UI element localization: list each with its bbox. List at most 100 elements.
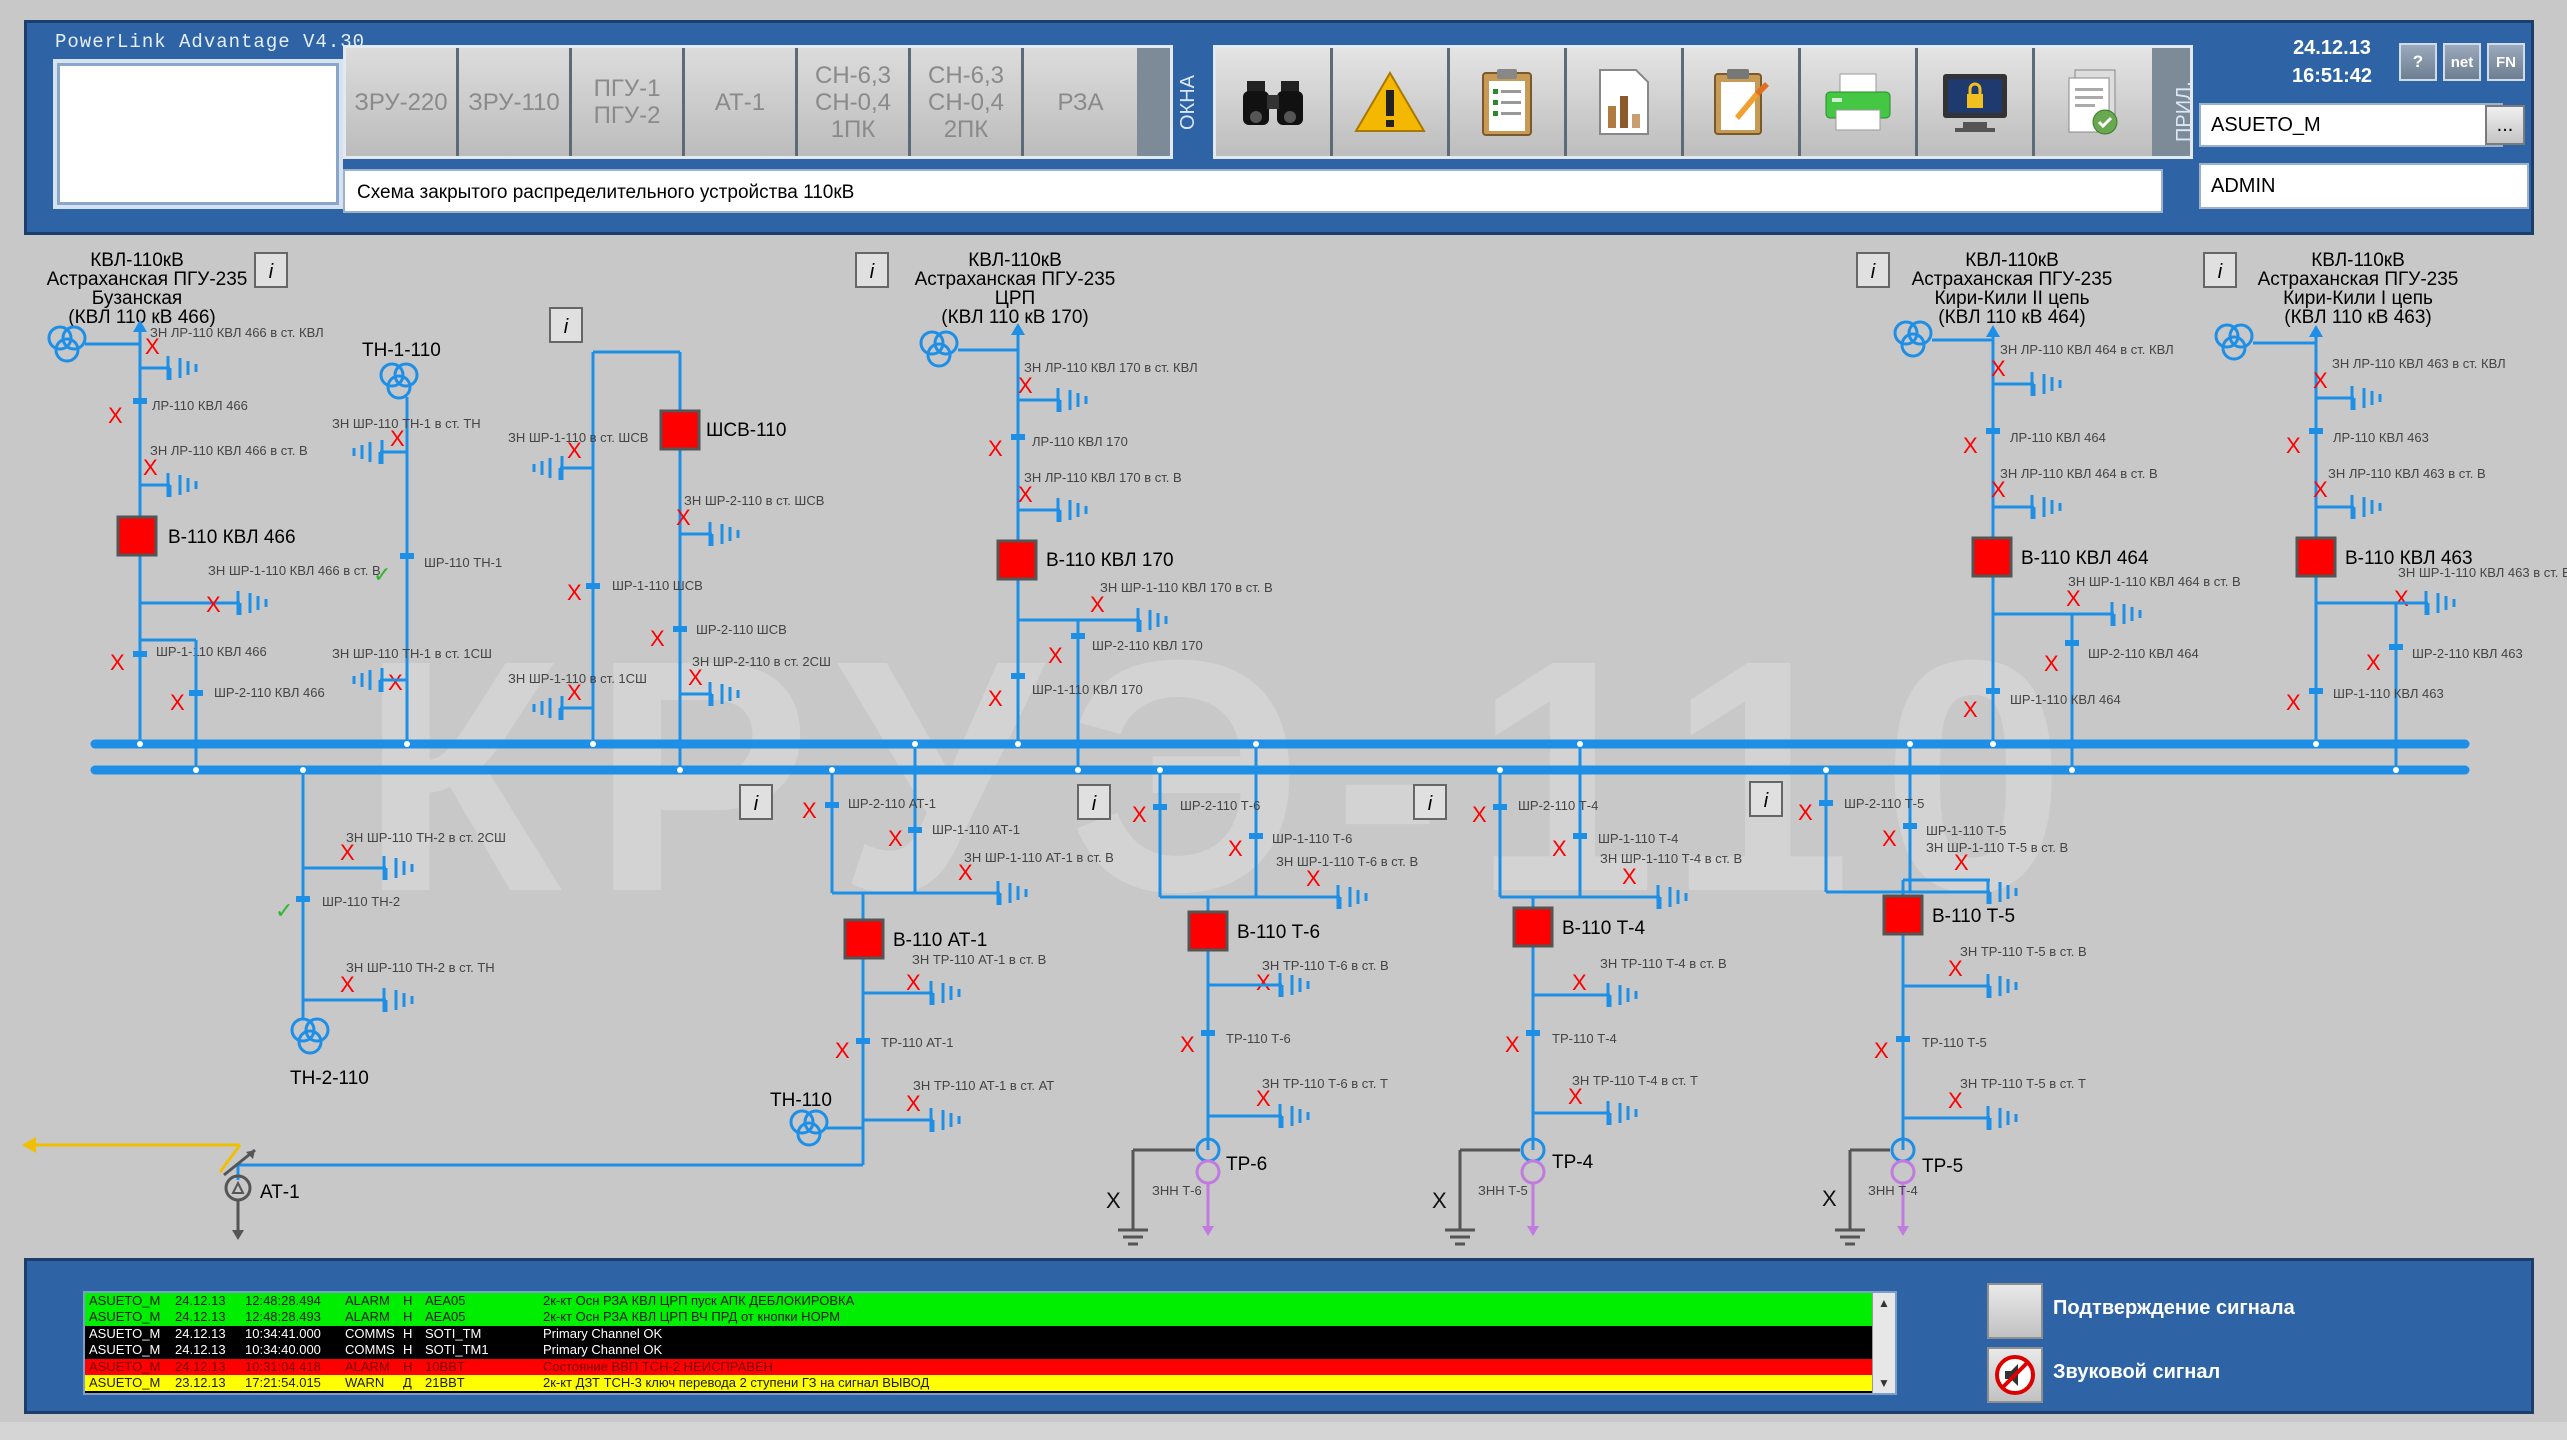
alarm-time: 10:34:40.000 [245,1342,321,1358]
tab-pgu[interactable]: ПГУ-1 ПГУ-2 [572,48,685,156]
ground-switch[interactable] [1606,1099,1638,1127]
ground-switch[interactable] [1986,1104,2018,1132]
breaker-v110-kvl170[interactable] [996,539,1038,581]
open-mark: X [567,438,582,463]
switch-label: ЗН ЛР-110 КВЛ 463 в ст. В [2328,466,2486,481]
ground-switch[interactable] [2110,600,2142,628]
net-button[interactable]: net [2443,43,2481,81]
breaker-v110-t4[interactable] [1512,906,1554,948]
ground-switch[interactable] [929,1106,961,1134]
acknowledge-button[interactable] [1987,1283,2043,1339]
scroll-track[interactable] [1873,1313,1895,1373]
ground-switch[interactable] [1278,1102,1310,1130]
ground-switch[interactable] [166,471,198,499]
breaker-v110-at1[interactable] [843,918,885,960]
ground-switch[interactable] [708,520,740,548]
notes-button[interactable] [1684,48,1801,156]
ground-switch[interactable] [1986,972,2018,1000]
svg-text:i: i [870,261,875,283]
switch-label: ШР-110 ТН-1 [424,555,502,570]
switch-label: ЗН ШР-2-110 в ст. ШСВ [684,493,824,508]
info-button[interactable]: i [1749,781,1783,817]
info-button[interactable]: i [549,307,583,343]
open-mark: X [802,798,817,823]
alarm-scrollbar[interactable]: ▲▼ [1872,1293,1895,1393]
alarms-button[interactable] [1333,48,1450,156]
switch-label: ШР-1-110 КВЛ 464 [2010,692,2121,707]
ground-switch[interactable] [352,438,384,466]
line-transformer-icon [2214,323,2254,361]
search-button[interactable] [1216,48,1333,156]
open-mark: X [1018,482,1033,507]
switch-label: ЗН ЛР-110 КВЛ 170 в ст. КВЛ [1024,360,1198,375]
tab-at-1[interactable]: АТ-1 [685,48,798,156]
switch-label: ШР-1-110 Т-5 [1926,823,2006,838]
tab-sn-2pk[interactable]: СН-6,3 СН-0,4 2ПК [911,48,1024,156]
open-mark: X [1963,433,1978,458]
feeder-title: КВЛ-110кВ [2311,250,2405,271]
breaker-v110-t5[interactable] [1882,894,1924,936]
role-field[interactable]: ADMIN [2199,163,2529,209]
breaker-shsv-110[interactable] [659,409,701,451]
breaker-v110-kvl466[interactable] [116,515,158,557]
ground-switch[interactable] [1056,386,1088,414]
journal-button[interactable] [1450,48,1567,156]
ground-switch[interactable] [2030,370,2062,398]
scroll-down-icon[interactable]: ▼ [1878,1376,1890,1390]
breaker-v110-kvl464[interactable] [1971,536,2013,578]
info-button[interactable]: i [1856,252,1890,288]
ground-switch[interactable] [2350,384,2382,412]
scroll-up-icon[interactable]: ▲ [1878,1296,1890,1310]
breaker-v110-t6[interactable] [1187,910,1229,952]
ground-switch[interactable] [929,979,961,1007]
ground-switch[interactable] [2350,493,2382,521]
ground-switch[interactable] [1606,981,1638,1009]
open-mark: X [1018,373,1033,398]
print-button[interactable] [1801,48,1918,156]
breaker-v110-kvl463[interactable] [2295,536,2337,578]
ground-switch[interactable] [166,354,198,382]
ground-switch[interactable] [2030,493,2062,521]
lock-screen-button[interactable] [1918,48,2035,156]
tab-zru-220[interactable]: ЗРУ-220 [346,48,459,156]
user-select-button[interactable]: ... [2485,105,2525,145]
ground-switch[interactable] [236,589,268,617]
tab-rza[interactable]: РЗА [1024,48,1137,156]
open-mark: X [340,972,355,997]
info-button[interactable]: i [2203,252,2237,288]
tab-zru-110[interactable]: ЗРУ-110 [459,48,572,156]
info-button[interactable]: i [254,252,288,288]
feeder-title: Бузанская [92,288,182,309]
fn-button[interactable]: FN [2487,43,2525,81]
feeder-t-6: i ШР-2-110 Т-6 X ШР-1-110 Т-6 X ЗН ШР-1-… [1077,744,1418,1246]
sound-toggle-button[interactable] [1987,1347,2043,1403]
alarm-type: ALARM [345,1309,390,1325]
info-button[interactable]: i [1413,784,1447,820]
ground-switch[interactable] [532,454,564,482]
ground-switch[interactable] [1278,971,1310,999]
info-button[interactable]: i [739,784,773,820]
archive-button[interactable] [2035,48,2152,156]
ground-switch[interactable] [1056,496,1088,524]
info-button[interactable]: i [1077,784,1111,820]
tab-sn-1pk[interactable]: СН-6,3 СН-0,4 1ПК [798,48,911,156]
autotransformer-at1[interactable] [223,1148,256,1202]
alarm-time: 17:21:54.015 [245,1374,321,1390]
breaker-label: В-110 КВЛ 464 [2021,548,2149,569]
reports-button[interactable] [1567,48,1684,156]
open-mark: X [567,680,582,705]
info-button[interactable]: i [855,252,889,288]
ground-switch[interactable] [382,986,414,1014]
ground-switch[interactable] [2424,589,2456,617]
sound-off-icon [1995,1355,2035,1395]
help-button[interactable]: ? [2399,43,2437,81]
user-field[interactable]: ASUETO_M [2199,103,2503,147]
alarm-msg: 2к-кт Осн РЗА КВЛ ЦРП ВЧ ПРД от кнопки Н… [543,1309,841,1325]
